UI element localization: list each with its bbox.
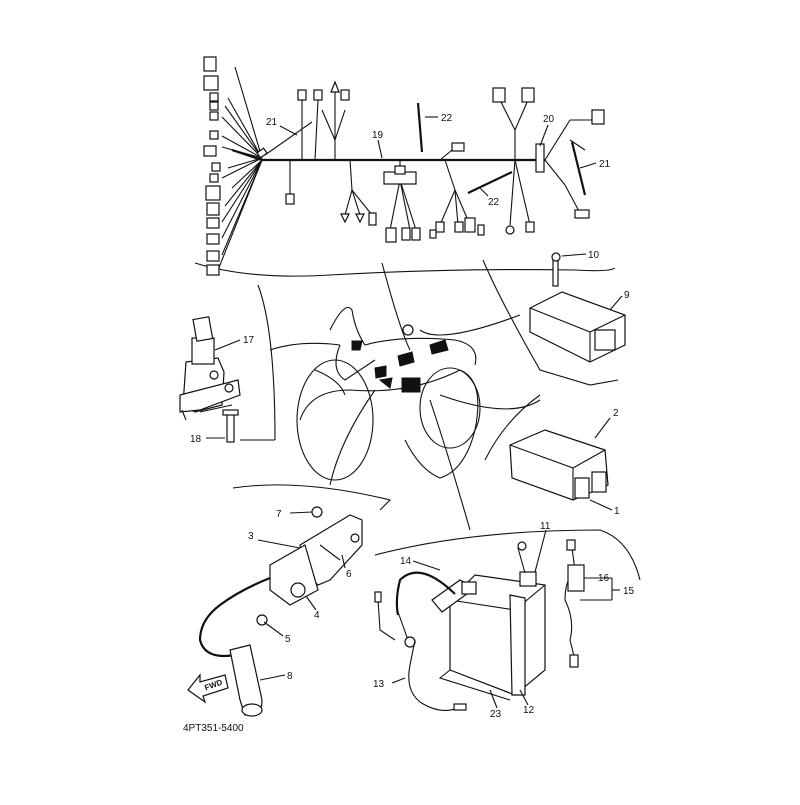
relay-assembly <box>529 252 626 363</box>
motorcycle-outline <box>296 306 481 481</box>
callout-17: 17 <box>243 335 255 346</box>
battery-assembly <box>374 539 585 711</box>
callout-8: 8 <box>287 671 293 682</box>
callout-20: 20 <box>543 114 555 125</box>
callout-21-left: 21 <box>266 117 278 128</box>
ignition-coil-assembly <box>187 506 363 717</box>
callout-4: 4 <box>314 610 320 621</box>
callout-19: 19 <box>372 130 384 141</box>
callout-10: 10 <box>588 250 600 261</box>
callout-9: 9 <box>624 290 630 301</box>
callout-23: 23 <box>490 709 502 720</box>
callout-2: 2 <box>613 408 619 419</box>
callout-14: 14 <box>400 556 412 567</box>
callout-15: 15 <box>623 586 635 597</box>
callout-6: 6 <box>346 569 352 580</box>
leader-lines <box>206 116 623 709</box>
callout-16: 16 <box>598 573 610 584</box>
callout-22-top: 22 <box>441 113 453 124</box>
callout-1: 1 <box>614 506 620 517</box>
callout-22-bottom: 22 <box>488 197 500 208</box>
callout-18: 18 <box>190 434 202 445</box>
callout-21-right: 21 <box>599 159 611 170</box>
callout-12: 12 <box>523 705 535 716</box>
callout-13: 13 <box>373 679 385 690</box>
callout-5: 5 <box>285 634 291 645</box>
callout-11: 11 <box>540 521 551 532</box>
main-switch-assembly <box>179 316 241 443</box>
wire-harness <box>194 56 616 277</box>
section-dividers <box>232 259 641 581</box>
callout-labels: 21 19 22 20 21 22 10 9 17 18 2 1 7 3 6 4… <box>190 113 635 720</box>
callout-7: 7 <box>276 509 282 520</box>
drawing-code: 4PT351-5400 <box>183 723 244 734</box>
callout-3: 3 <box>248 531 254 542</box>
cdi-unit <box>509 429 609 501</box>
